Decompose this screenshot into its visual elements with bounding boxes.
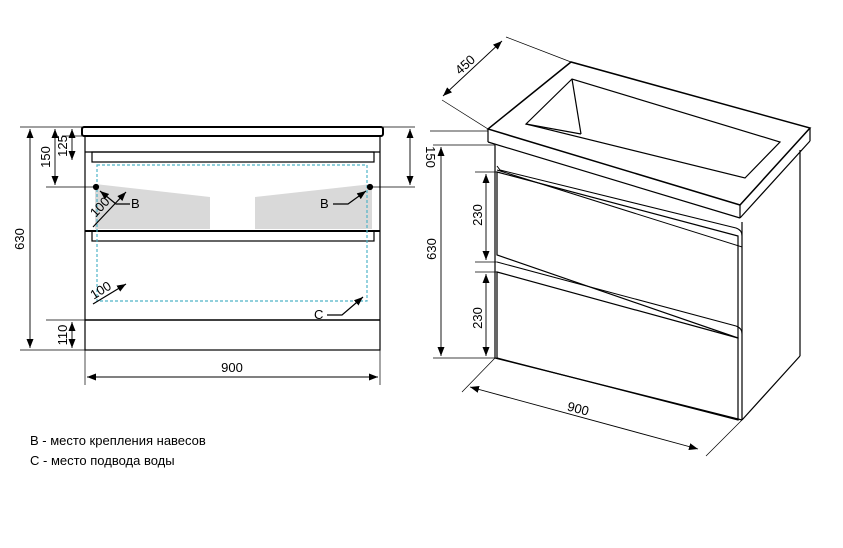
iso-view (430, 36, 812, 457)
iso-basin-right-bottom (739, 140, 811, 219)
front-mount-point-right (366, 183, 374, 191)
front-leader-b-left (99, 190, 130, 205)
ext-iso-width-right (705, 419, 743, 457)
offset-label-100-lower: 100 (87, 278, 113, 302)
front-leader-b-right (333, 190, 367, 205)
dim-label-630-iso: 630 (424, 238, 439, 260)
iso-basin-front-bottom (487, 141, 741, 219)
front-cabinet-body (84, 135, 381, 351)
iso-cabinet-right-bottom (741, 355, 801, 421)
front-washbasin-top (81, 126, 384, 137)
iso-basin-top (486, 61, 812, 206)
dim-label-900-iso: 900 (566, 399, 591, 419)
ext-iso-depth-2 (505, 36, 572, 63)
dim-label-230-bottom-iso: 230 (470, 307, 485, 329)
marker-label-b-right: B (320, 196, 329, 211)
front-hidden-outline (96, 164, 368, 302)
front-shade-right (255, 184, 372, 229)
iso-drawer-bottom-front (496, 271, 739, 421)
dim-label-150-front: 150 (38, 146, 53, 168)
marker-label-c: C (314, 307, 323, 322)
legend-item-b: В - место крепления навесов (30, 433, 206, 448)
front-offset-arrow-2 (92, 283, 127, 305)
iso-basin-bowl-inner-2 (525, 123, 582, 135)
dim-label-630-front: 630 (12, 228, 27, 250)
dim-label-125-front: 125 (55, 135, 70, 157)
dim-label-450-iso: 450 (452, 52, 478, 78)
ext-iso-width-left (461, 357, 496, 393)
iso-drawer-bottom-handle (496, 261, 743, 335)
front-middle-gap (91, 230, 375, 242)
front-leader-c (327, 296, 364, 316)
dim-line-450-iso (442, 40, 503, 97)
iso-basin-bowl (524, 78, 782, 179)
front-offset-arrow-1 (92, 191, 127, 228)
iso-drawer-top (496, 165, 743, 248)
iso-view-labels: 450 630 230 230 900 (424, 52, 591, 419)
ext-iso-depth-1 (441, 99, 489, 130)
dim-label-900-front: 900 (221, 360, 243, 375)
legend-item-c: С - место подвода воды (30, 453, 175, 468)
front-top-drawer-gap (91, 151, 375, 163)
front-view (20, 126, 415, 385)
front-mount-point-left (92, 183, 100, 191)
iso-basin-bowl-inner (571, 78, 582, 135)
dim-label-150-right: 150 (423, 146, 438, 168)
dim-label-230-top-iso: 230 (470, 204, 485, 226)
dim-line-900-iso (469, 385, 699, 451)
iso-drawer-top-front (496, 171, 739, 339)
front-view-labels: 630 150 125 110 150 900 B B C 100 100 (12, 135, 438, 375)
marker-label-b-left: B (131, 196, 140, 211)
dim-label-110-front: 110 (55, 325, 70, 346)
